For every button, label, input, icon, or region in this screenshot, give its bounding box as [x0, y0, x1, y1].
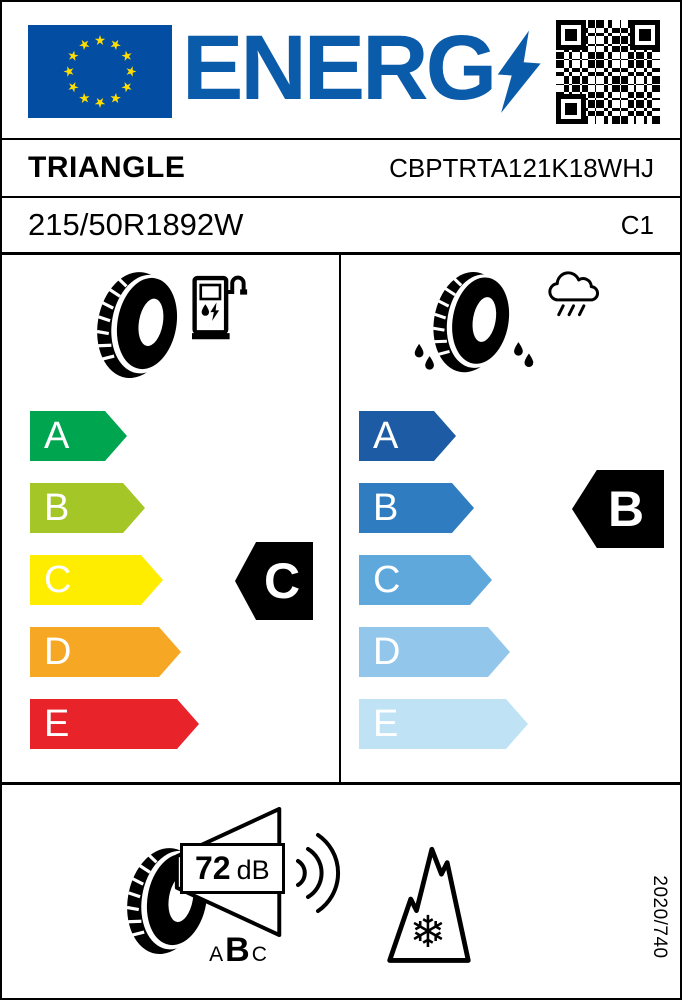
fuel-class-a: A	[30, 411, 127, 461]
noise-class-scale: A B C	[188, 931, 288, 970]
lightning-bolt-icon	[497, 30, 541, 113]
noise-section: 72 dB A B C ❄ 2020/740	[2, 785, 680, 998]
wet-tire-icon	[414, 267, 533, 379]
fuel-class-c: C	[30, 555, 163, 605]
fuel-efficiency-pictograms	[2, 255, 339, 401]
header: ENERG	[2, 2, 680, 140]
snowflake-icon: ❄	[410, 908, 447, 957]
fuel-efficiency-scale: A B C D E	[2, 411, 339, 749]
ratings-section: A B C D E	[2, 255, 680, 785]
qr-code	[552, 16, 664, 128]
brand-name: TRIANGLE	[28, 151, 186, 184]
sound-waves-icon	[296, 833, 341, 913]
wet-grip-pictograms	[341, 255, 680, 401]
fuel-efficiency-column: A B C D E	[2, 255, 341, 782]
fuel-class-e: E	[30, 699, 199, 749]
eu-flag	[28, 25, 172, 118]
tire-icon	[93, 267, 186, 385]
regulation-number: 2020/740	[649, 875, 670, 959]
fuel-class-d: D	[30, 627, 181, 677]
wet-class-b: B	[359, 483, 474, 533]
tire-dimension: 215/50R1892W	[28, 207, 244, 242]
qr-finder-bottom-left	[556, 94, 586, 124]
wet-class-e: E	[359, 699, 528, 749]
noise-class-c: C	[251, 943, 267, 966]
noise-db-box: 72 dB	[180, 843, 285, 894]
brand-row: TRIANGLE CBPTRTA121K18WHJ	[2, 140, 680, 198]
wet-grip-column: A B C D E	[341, 255, 680, 782]
fuel-class-b: B	[30, 483, 145, 533]
noise-unit: dB	[236, 855, 270, 885]
rain-cloud-icon	[547, 271, 599, 317]
noise-class-b-selected: B	[225, 931, 250, 969]
fuel-pump-icon	[191, 275, 247, 340]
snowflake-mountain-icon: ❄	[387, 846, 471, 963]
energy-logo-text: ENERG	[182, 17, 497, 119]
article-code: CBPTRTA121K18WHJ	[389, 152, 654, 183]
wet-class-d: D	[359, 627, 510, 677]
tire-class: C1	[620, 209, 654, 240]
wet-class-a: A	[359, 411, 456, 461]
wet-class-c: C	[359, 555, 492, 605]
wet-grip-scale: A B C D E	[341, 411, 680, 749]
qr-finder-top-right	[630, 20, 660, 50]
noise-value: 72	[195, 850, 231, 886]
energy-logo: ENERG	[182, 14, 542, 122]
size-row: 215/50R1892W C1	[2, 198, 680, 255]
noise-class-a: A	[209, 943, 224, 966]
qr-finder-top-left	[556, 20, 586, 50]
